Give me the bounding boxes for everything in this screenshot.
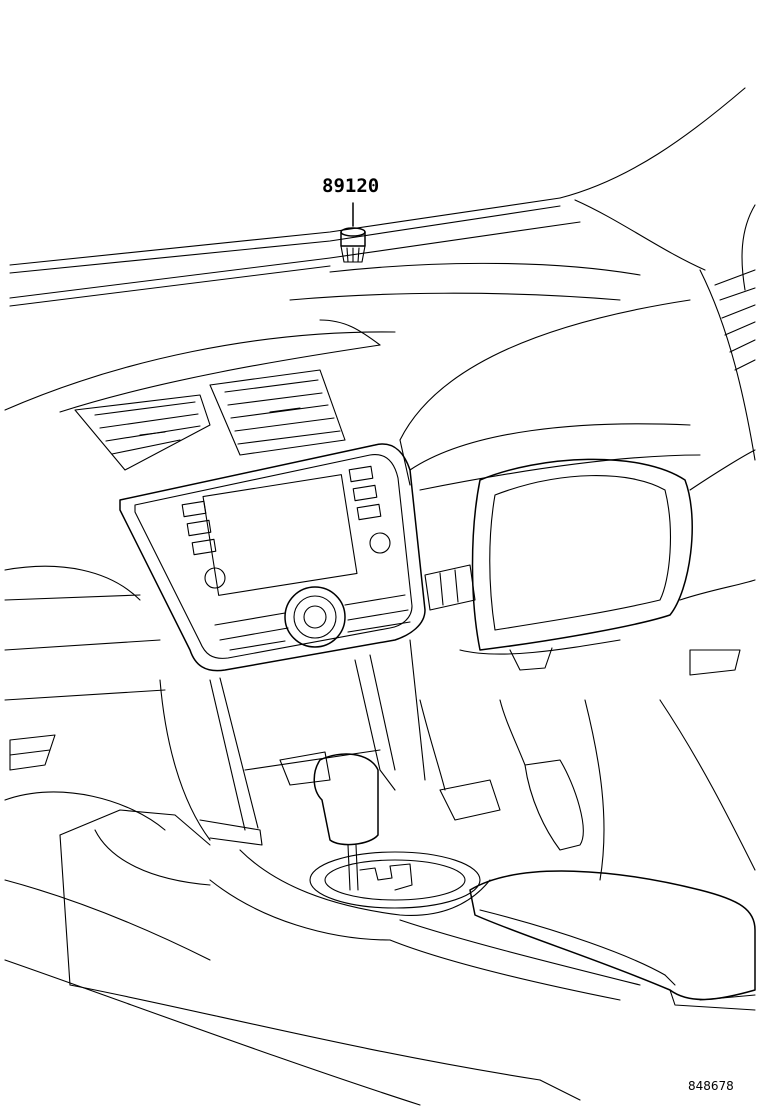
sensor-89120: [340, 202, 366, 263]
floor-console-armrest: [4, 834, 756, 1106]
figure-id: 848678: [688, 1079, 734, 1093]
center-console-head-unit: [119, 443, 476, 672]
left-dash-and-door: [4, 565, 211, 961]
part-number-label: 89120: [322, 175, 379, 197]
gear-shifter: [239, 753, 491, 916]
center-air-vents: [74, 369, 346, 471]
cluster-and-steering-wheel: [399, 204, 756, 676]
pedals-footwell: [419, 699, 756, 881]
lower-center-stack: [159, 639, 426, 846]
dashboard-top-lines: [4, 87, 746, 413]
